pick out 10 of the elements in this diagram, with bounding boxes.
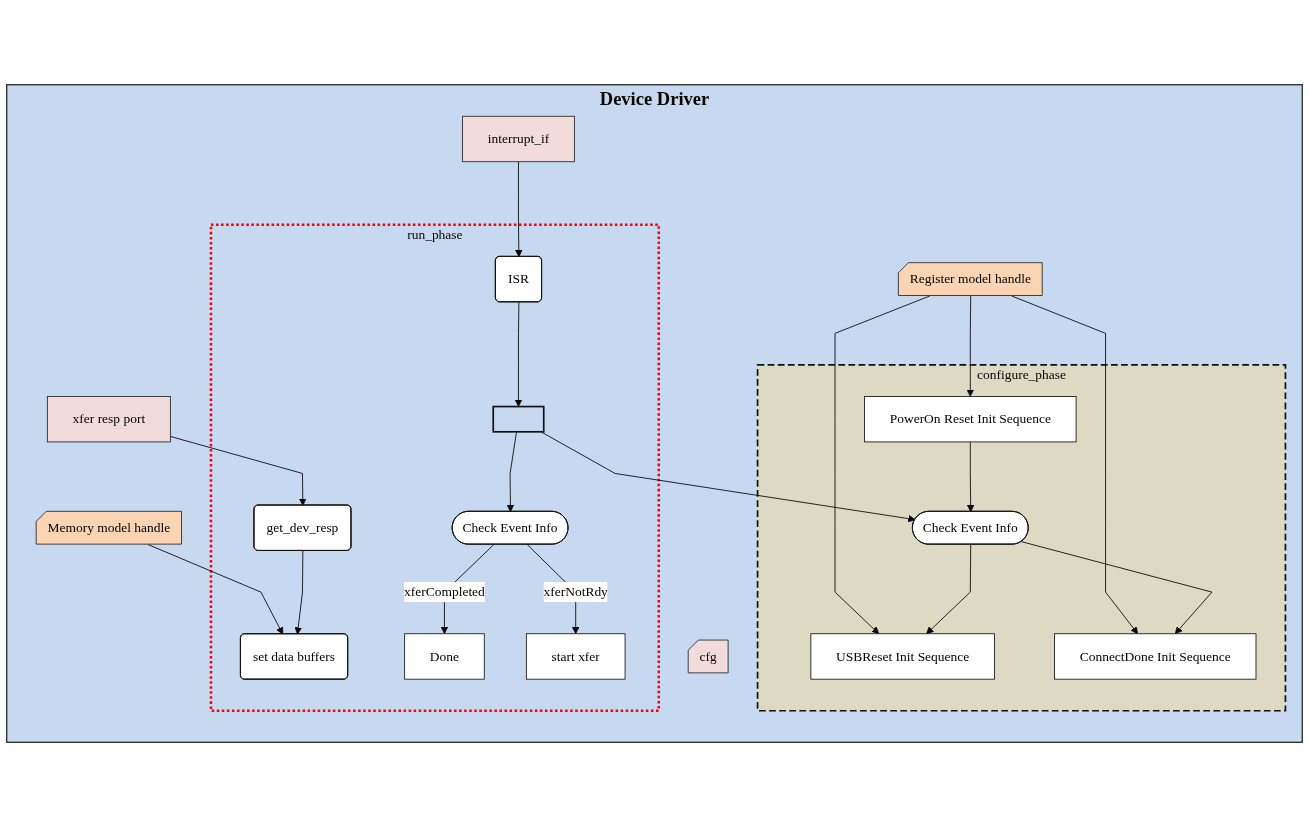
node-box: start xfer (525, 633, 626, 680)
node-box: Done (404, 633, 485, 680)
edge-label: xferNotRdy (543, 584, 608, 599)
node-box: PowerOn Reset Init Sequence (864, 396, 1077, 443)
node-box: xfer resp port (46, 396, 171, 443)
node-box: interrupt_if (462, 115, 575, 163)
node-box: USBReset Init Sequence (810, 633, 995, 680)
node-box: ConnectDone Init Sequence (1054, 633, 1257, 680)
edge-label: xferCompleted (404, 584, 485, 599)
node-box (492, 405, 545, 433)
